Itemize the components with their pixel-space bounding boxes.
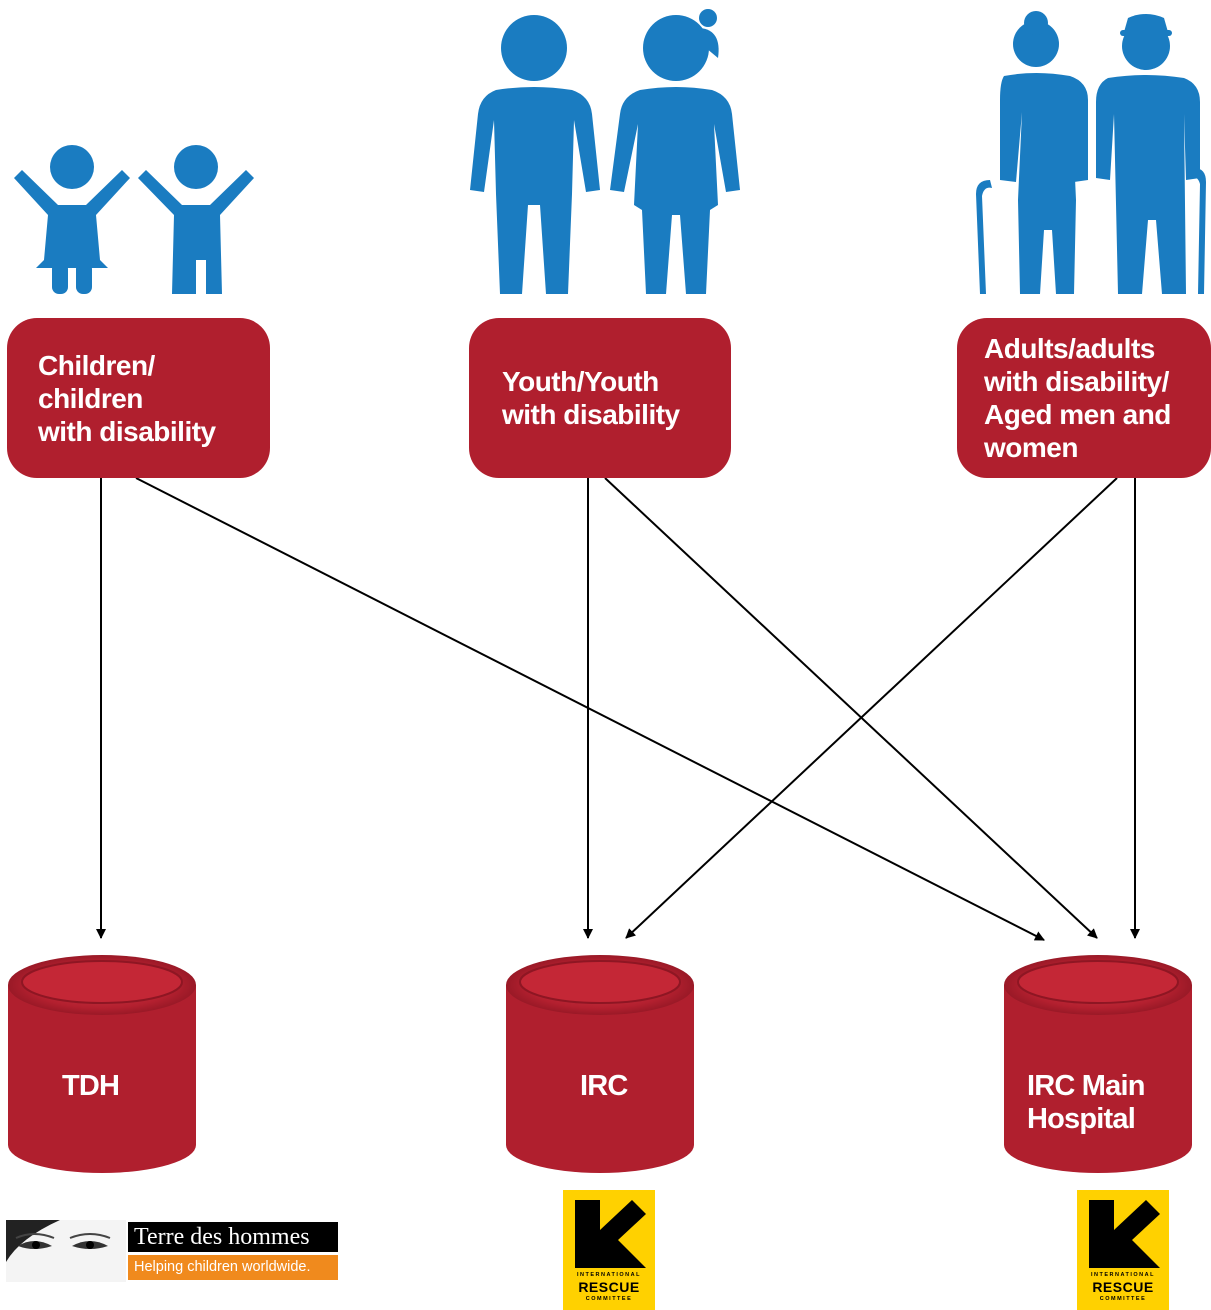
irc-logo-mark-1: [563, 1190, 655, 1310]
tdh-face-logo: [6, 1220, 126, 1282]
arrow-children-to-irc-hospital: [135, 477, 1045, 941]
group-box-children: Children/ children with disability: [7, 318, 270, 478]
group-box-youth: Youth/Youth with disability: [469, 318, 731, 478]
irc-logo-line3: COMMITTEE: [585, 1296, 633, 1302]
group-label-youth: Youth/Youth with disability: [502, 366, 680, 430]
irc-logo-line3: COMMITTEE: [1099, 1296, 1147, 1302]
cylinder-irc-hospital: [1004, 955, 1192, 1173]
cylinder-irc: [506, 955, 694, 1173]
arrow-youth-to-irc-hospital: [604, 477, 1098, 939]
tdh-logo-name: Terre des hommes: [128, 1222, 338, 1252]
provider-label-irc-hospital: IRC Main Hospital: [1027, 1070, 1145, 1135]
tdh-logo-tagline: Helping children worldwide.: [128, 1255, 338, 1280]
referral-arrows: [96, 477, 1140, 941]
group-box-adults: Adults/adults with disability/ Aged men …: [957, 318, 1211, 478]
children-icon: [14, 145, 254, 294]
group-label-children: Children/ children with disability: [38, 349, 216, 447]
irc-logo-line2: RESCUE: [1092, 1279, 1154, 1295]
youth-icon: [470, 9, 740, 294]
provider-label-tdh: TDH: [62, 1070, 120, 1102]
provider-label-irc: IRC: [580, 1070, 628, 1102]
irc-logo-1: INTERNATIONAL RESCUE COMMITTEE: [563, 1190, 655, 1310]
irc-logo-line1: INTERNATIONAL: [576, 1272, 641, 1278]
group-label-adults: Adults/adults with disability/ Aged men …: [984, 333, 1171, 463]
elderly-couple-icon: [976, 11, 1206, 294]
cylinder-tdh: [8, 955, 196, 1173]
irc-logo-line1: INTERNATIONAL: [1090, 1272, 1155, 1278]
irc-logo-2: INTERNATIONAL RESCUE COMMITTEE: [1077, 1190, 1169, 1310]
irc-logo-line2: RESCUE: [578, 1279, 640, 1295]
irc-logo-mark-2: [1077, 1190, 1169, 1310]
arrow-adults-to-irc: [625, 477, 1118, 939]
